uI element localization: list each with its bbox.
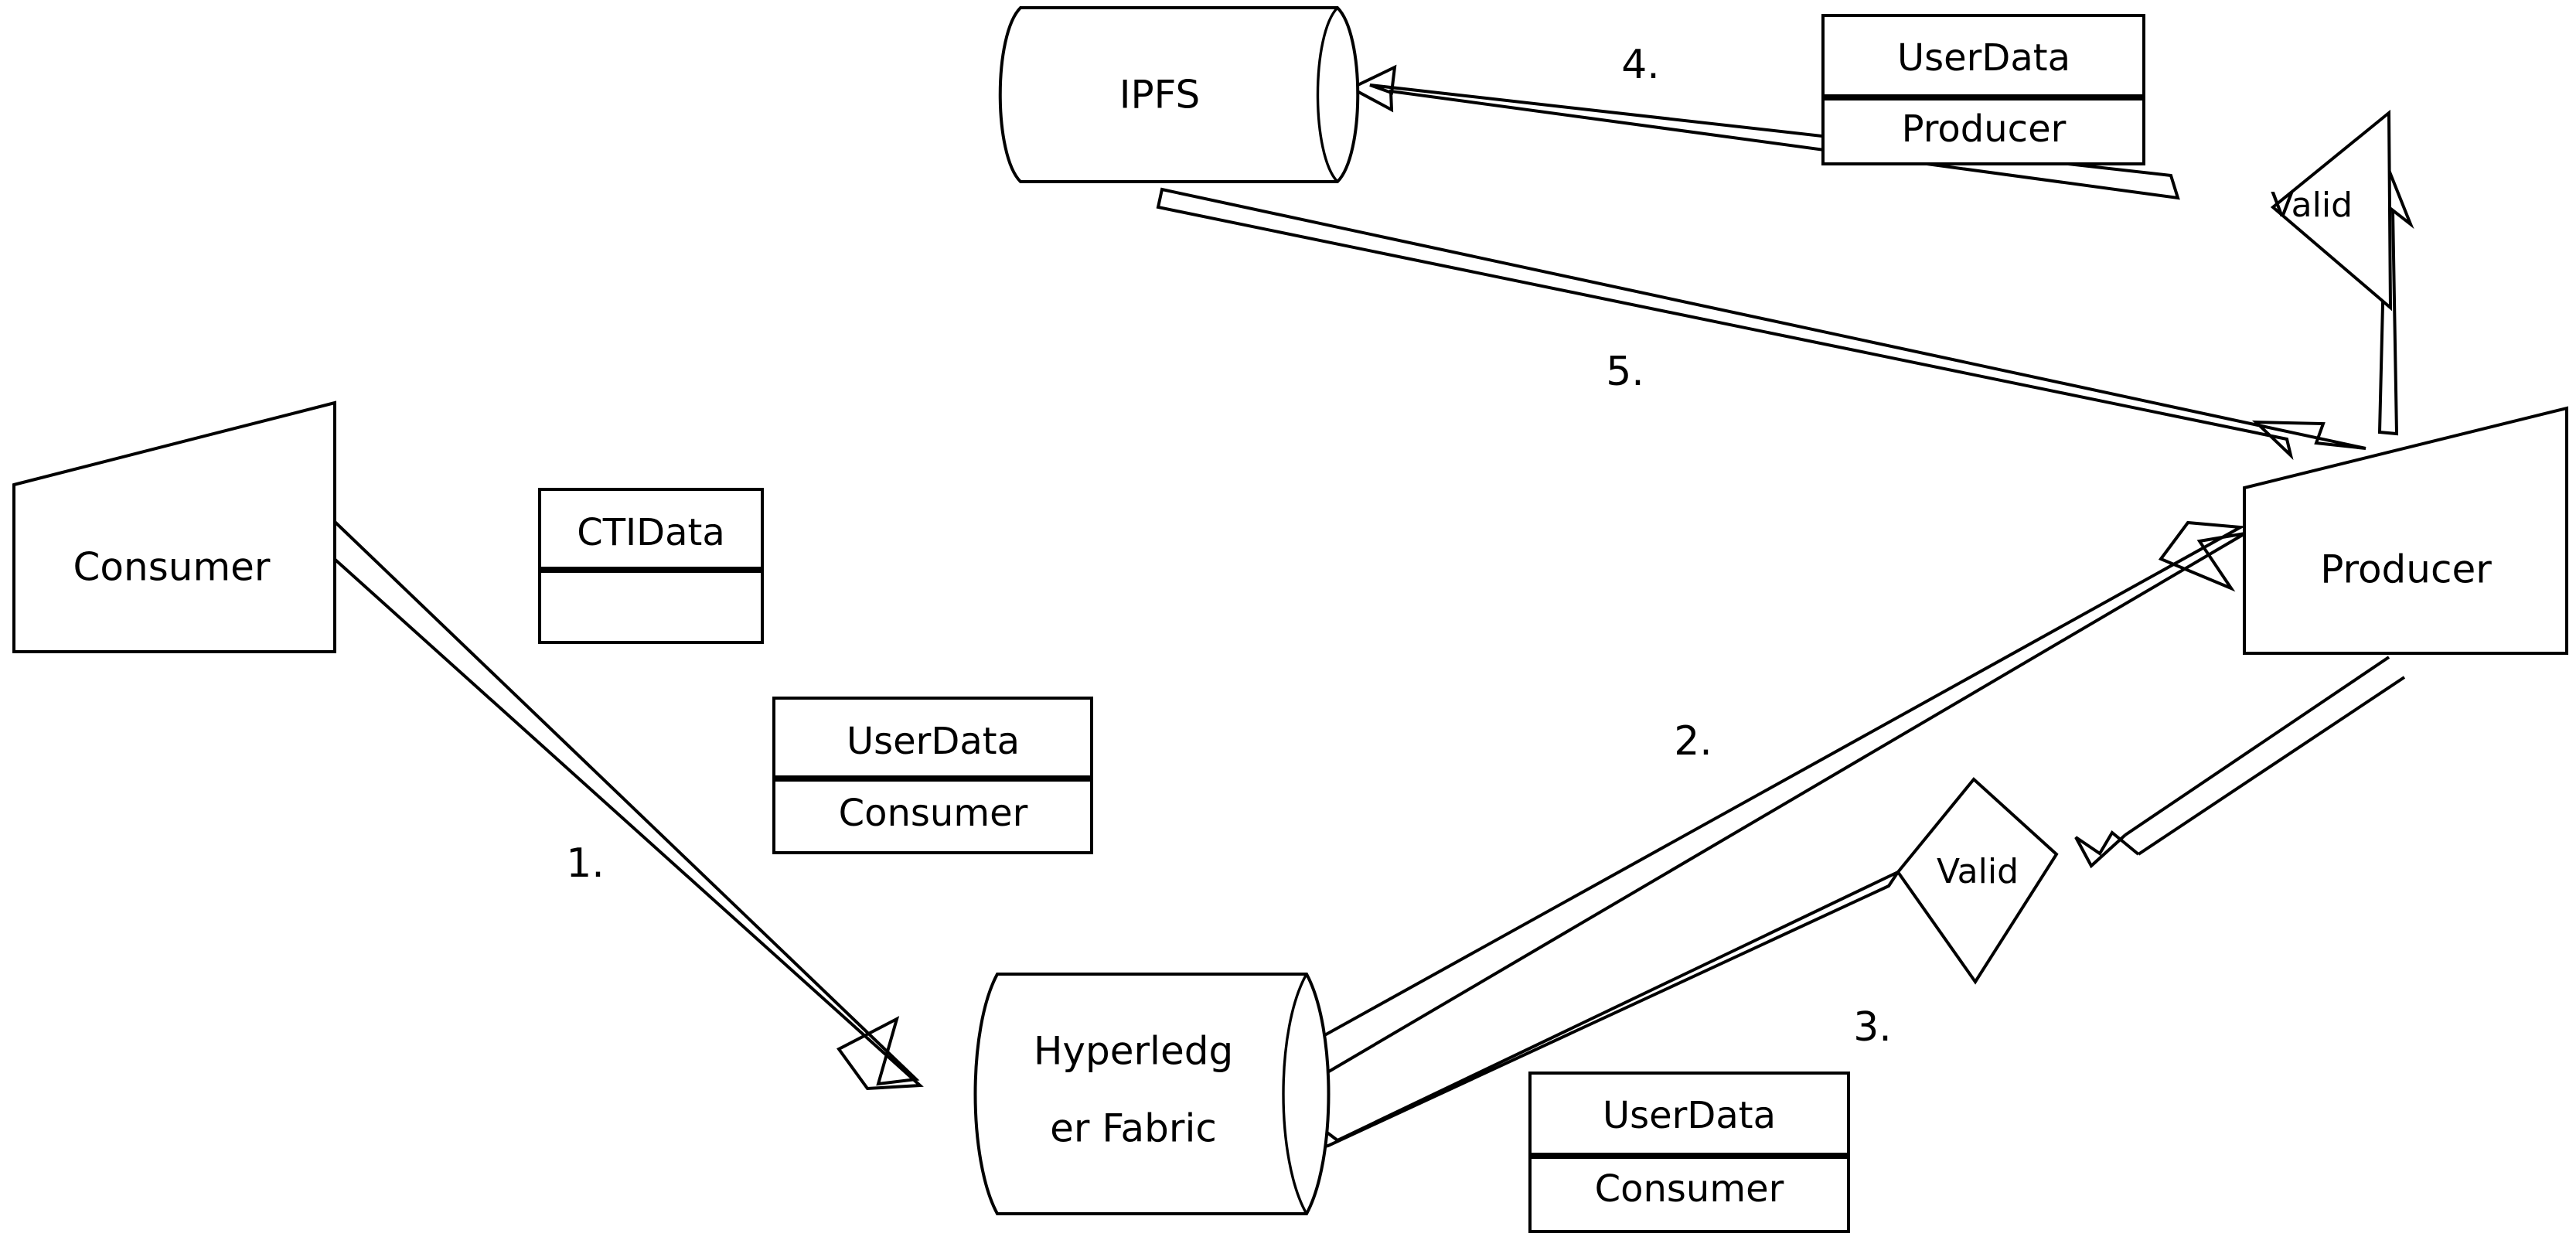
data-box-userdata-consumer-left-body: Consumer (839, 792, 1028, 835)
step-label-5: 5. (1606, 349, 1644, 395)
node-producer-label: Producer (2320, 547, 2492, 592)
node-hyperledger[interactable]: Hyperledg er Fabric (973, 973, 1331, 1215)
step-label-1: 1. (566, 840, 605, 887)
node-producer[interactable]: Producer (2243, 406, 2568, 655)
decision-valid-bottom-label: Valid (1937, 852, 2019, 891)
connector-ipfs-to-producer (1156, 187, 2366, 461)
data-box-ctidata[interactable]: CTIData (538, 488, 764, 644)
connector-hyperledger-to-producer (1304, 520, 2247, 1077)
step-label-2: 2. (1674, 718, 1712, 765)
data-box-userdata-consumer-bottom[interactable]: UserData Consumer (1528, 1072, 1850, 1233)
connector-consumer-to-hyperledger (312, 517, 924, 1091)
step-label-3: 3. (1853, 1004, 1892, 1051)
data-box-userdata-producer-header: UserData (1897, 36, 2070, 80)
data-box-userdata-producer[interactable]: UserData Producer (1821, 14, 2145, 165)
node-consumer-label: Consumer (73, 545, 271, 590)
node-hyperledger-label-line2: er Fabric (1050, 1106, 1217, 1151)
node-consumer[interactable]: Consumer (12, 400, 336, 653)
data-box-userdata-consumer-bottom-header: UserData (1603, 1094, 1776, 1137)
step-label-4: 4. (1621, 42, 1660, 88)
node-hyperledger-label-line1: Hyperledg (1034, 1029, 1233, 1074)
decision-valid-top-label: Valid (2271, 186, 2353, 225)
data-box-userdata-producer-body: Producer (1902, 107, 2067, 151)
decision-valid-bottom[interactable]: Valid (1896, 777, 2059, 985)
data-box-userdata-consumer-bottom-body: Consumer (1595, 1167, 1784, 1211)
data-box-ctidata-header: CTIData (577, 511, 725, 554)
node-ipfs[interactable]: IPFS (998, 6, 1360, 183)
node-ipfs-label: IPFS (1119, 73, 1201, 118)
data-box-userdata-consumer-left-header: UserData (847, 720, 1020, 763)
decision-valid-top[interactable]: Valid (2270, 109, 2393, 312)
data-box-userdata-consumer-left[interactable]: UserData Consumer (772, 697, 1093, 854)
